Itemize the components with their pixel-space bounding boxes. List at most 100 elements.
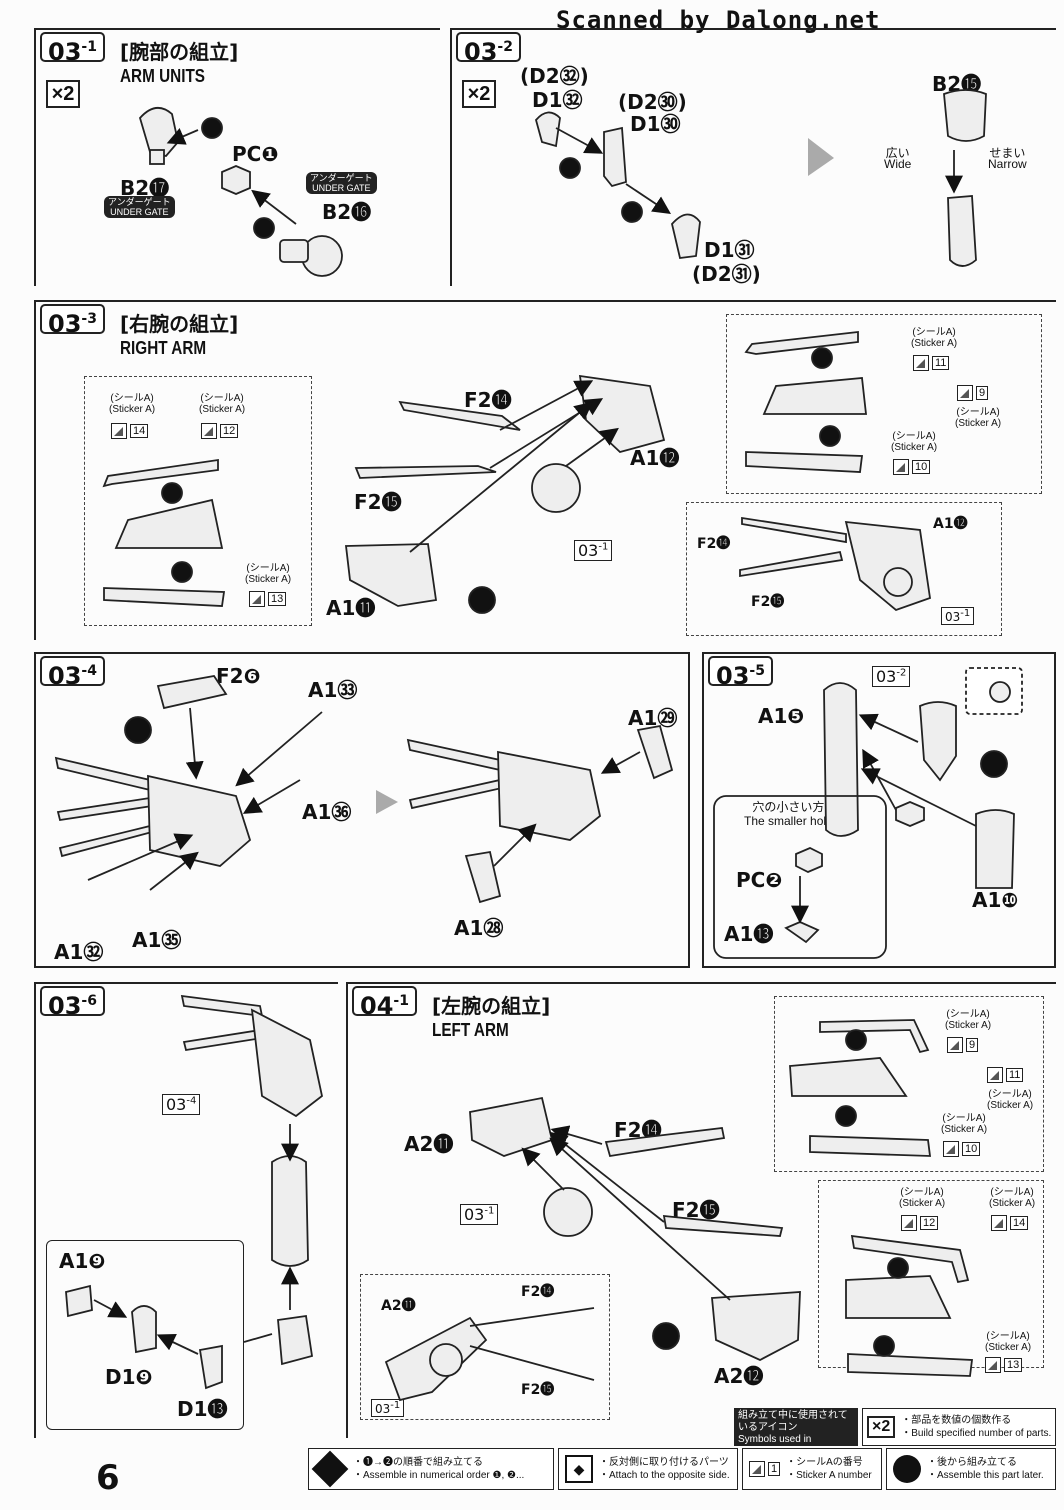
- wide-jp: 広い: [885, 146, 910, 160]
- part-label-f2-6: F2❻: [216, 664, 261, 688]
- sticker-en: (Sticker A): [899, 1198, 946, 1209]
- ref-sub: 1: [601, 541, 609, 553]
- sticker-number: 9: [976, 386, 989, 400]
- hole-jp: 穴の小さい方: [752, 800, 825, 814]
- sticker-chip: 9: [957, 385, 989, 401]
- ref-sub: 1: [487, 1205, 495, 1217]
- detail-label-f2-14: F2⓮: [521, 1284, 555, 1300]
- part-label-d1-32: D1㉜: [532, 88, 583, 112]
- step-03-6-panel: 03-6 03-4 A1❾ D1❾ D1⓭: [34, 982, 338, 1438]
- sticker-jp: (シールA): [246, 563, 290, 574]
- sticker-en: (Sticker A): [945, 1020, 992, 1031]
- sticker-label: (シールA)(Sticker A): [109, 393, 155, 415]
- sticker-icon: [985, 1357, 1001, 1373]
- ref-step-03-4: 03-4: [162, 1094, 201, 1115]
- sticker-en: (Sticker A): [955, 418, 1002, 429]
- legend-later-jp: ・後から組み立てる: [927, 1457, 1017, 1468]
- step-03-2-panel: 03-2 ×2 (D2㉜) D1㉜ (D2㉚) D1㉚ D1㉛ (D2㉛) B2…: [450, 28, 1056, 286]
- legend-opposite-jp: ・反対側に取り付けるパーツ: [599, 1457, 729, 1468]
- detail-label-f2-15: F2⓯: [751, 594, 785, 610]
- step-03-1-title-en: ARM UNITS: [120, 66, 205, 86]
- part-label-f2-14: F2⓮: [614, 1118, 662, 1142]
- multiplier-icon: ×2: [867, 1416, 896, 1438]
- part-label-a2-11: A2⓫: [404, 1132, 454, 1156]
- step-04-1-label: 04-1: [352, 986, 417, 1019]
- step-number: 03: [48, 310, 82, 338]
- step-sub-number: 1: [399, 993, 409, 1009]
- sticker-number: 12: [220, 424, 239, 438]
- part-label-f2-15: F2⓯: [672, 1198, 720, 1222]
- page-number: 6: [96, 1458, 120, 1498]
- step-03-6-label: 03-6: [40, 986, 105, 1019]
- detail-ref-step-03-1: 03-1: [371, 1399, 405, 1417]
- sticker-icon: [991, 1215, 1007, 1231]
- part-label-a1-11: A1⓫: [326, 596, 376, 620]
- sticker-chip: 9: [947, 1037, 979, 1053]
- sticker-label: (シールA)(Sticker A): [911, 327, 957, 349]
- ref-step-03-1: 03-1: [460, 1204, 499, 1225]
- narrow-jp: せまい: [989, 146, 1026, 160]
- detail-ref-step-03-1: 03-1: [941, 607, 975, 625]
- step-03-4-panel: 03-4 F2❻ A1㉝ A1㊱ A1㉜ A1㉟ A1㉙ A1㉘: [34, 652, 690, 968]
- detail-label-f2-15: F2⓯: [521, 1382, 555, 1398]
- sticker-en: (Sticker A): [985, 1342, 1032, 1353]
- sticker-number: 10: [962, 1142, 981, 1156]
- part-label-a1-35: A1㉟: [132, 928, 182, 952]
- part-label-pc-2: PC❷: [736, 868, 783, 892]
- part-label-d1-31: D1㉛: [704, 238, 755, 262]
- sticker-number: 11: [1006, 1068, 1024, 1082]
- sticker-icon: [901, 1215, 917, 1231]
- legend-order-en: ・Assemble in numerical order ❶, ❷...: [353, 1470, 525, 1481]
- detail-label-f2-14: F2⓮: [697, 536, 731, 552]
- step-sub-number: 4: [87, 663, 97, 679]
- sticker-jp: (シールA): [912, 327, 956, 338]
- under-gate-jp: アンダーゲート: [310, 173, 373, 183]
- sticker-number: 14: [1010, 1216, 1029, 1230]
- step-sub-number: 2: [503, 39, 513, 55]
- legend-header: 組み立て中に使用されているアイコン Symbols used in instru…: [734, 1408, 858, 1457]
- under-gate-en: UNDER GATE: [110, 207, 169, 217]
- step-number: 03: [464, 38, 498, 66]
- part-label-d2-32: (D2㉜): [520, 64, 589, 88]
- sticker-number: 13: [1004, 1358, 1023, 1372]
- step-number: 03: [48, 992, 82, 1020]
- sticker-number: 13: [268, 592, 287, 606]
- sticker-chip: 13: [249, 591, 287, 607]
- part-label-a1-9: A1❾: [59, 1249, 106, 1273]
- sticker-en: (Sticker A): [987, 1100, 1034, 1111]
- step-04-1-title-jp: [左腕の組立]: [432, 994, 551, 1018]
- step-sub-number: 5: [755, 663, 765, 679]
- opposite-side-icon: ◆: [565, 1455, 593, 1483]
- ref-sub: 1: [963, 608, 971, 619]
- ref-step: 03: [464, 1205, 485, 1224]
- sticker-chip: 14: [111, 423, 149, 439]
- sticker-label: (シールA)(Sticker A): [955, 407, 1001, 429]
- ref-step: 03: [945, 610, 961, 624]
- part-label-d1-30: D1㉚: [630, 112, 681, 136]
- sticker-icon: [957, 385, 973, 401]
- part-label-pc1: PC❶: [232, 142, 279, 166]
- part-label-d2-31: (D2㉛): [692, 262, 761, 286]
- legend-header-jp: 組み立て中に使用されているアイコン: [738, 1410, 848, 1433]
- part-label-a1-5: A1❺: [758, 704, 805, 728]
- legend-order-jp: ・❶→❷の順番で組み立てる: [353, 1457, 483, 1468]
- part-label-d1-13: D1⓭: [177, 1397, 228, 1421]
- step-03-5-label: 03-5: [708, 656, 773, 689]
- part-label-a1-28: A1㉘: [454, 916, 504, 940]
- sticker-chip: 12: [201, 423, 239, 439]
- part-label-a1-10: A1❿: [972, 888, 1019, 912]
- sticker-label: (シールA)(Sticker A): [987, 1089, 1033, 1111]
- assemble-later-icon: [893, 1455, 921, 1483]
- ref-step-03-2: 03-2: [872, 666, 911, 687]
- sticker-detail-box-left: (シールA)(Sticker A) (シールA)(Sticker A) 14 1…: [84, 376, 312, 626]
- part-label-a1-29: A1㉙: [628, 706, 678, 730]
- step-number: 03: [48, 662, 82, 690]
- ref-sub: 2: [899, 667, 907, 679]
- sticker-number-icon: 1: [749, 1461, 781, 1477]
- legend-sticker-en: ・Sticker A number: [786, 1470, 872, 1481]
- sticker-chip: 10: [893, 459, 931, 475]
